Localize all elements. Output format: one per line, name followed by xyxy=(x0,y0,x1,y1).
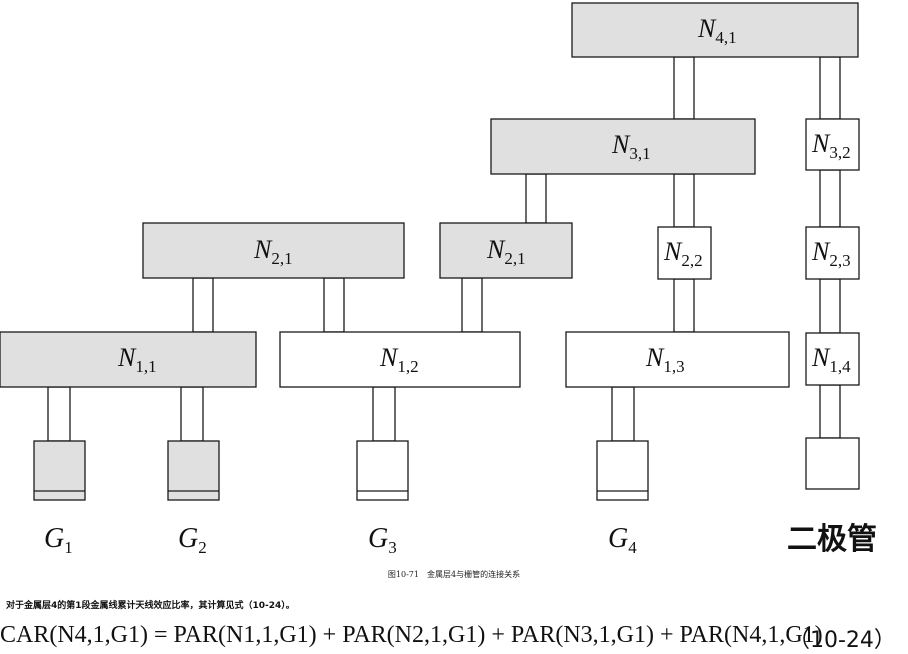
gate-g2-device xyxy=(167,440,220,501)
diode-label: 二极管 xyxy=(787,522,877,557)
gate-g4-label: G4 xyxy=(608,523,637,557)
node-n22: N2,2 xyxy=(657,226,712,280)
gate-g3-label: G3 xyxy=(368,523,397,557)
node-n21b: N2,1 xyxy=(439,222,573,279)
node-n23: N2,3 xyxy=(805,226,860,280)
svg-text:N1,1: N1,1 xyxy=(117,343,157,376)
node-n32: N3,2 xyxy=(805,118,860,171)
node-n41: N4,1 xyxy=(571,2,859,58)
svg-text:N2,2: N2,2 xyxy=(663,237,703,270)
explanatory-note: 对于金属层4的第1段金属线累计天线效应比率，其计算见式（10-24）。 xyxy=(6,601,295,611)
node-n31: N3,1 xyxy=(490,118,756,175)
formula-number: （10-24） xyxy=(788,628,896,653)
node-n21a: N2,1 xyxy=(142,222,405,279)
node-n13: N1,3 xyxy=(565,331,790,388)
gate-g1-device xyxy=(33,440,86,501)
svg-text:N3,1: N3,1 xyxy=(611,130,651,163)
gate-g3-device xyxy=(356,440,409,501)
node-n12: N1,2 xyxy=(279,331,521,388)
svg-text:N1,3: N1,3 xyxy=(645,343,685,376)
svg-text:N4,1: N4,1 xyxy=(697,14,737,47)
svg-text:N2,1: N2,1 xyxy=(486,235,526,268)
svg-text:N3,2: N3,2 xyxy=(811,129,851,162)
node-n14: N1,4 xyxy=(805,332,860,386)
svg-text:N1,2: N1,2 xyxy=(379,343,419,376)
gate-g1-label: G1 xyxy=(44,523,73,557)
diode-device xyxy=(805,437,860,490)
gate-g4-device xyxy=(596,440,649,501)
svg-text:N1,4: N1,4 xyxy=(811,343,851,376)
connection-diagram: N4,1 N3,1 N3,2 N2,1 N2,1 N2,2 N2,3 N1,1 … xyxy=(0,2,877,557)
svg-text:N2,3: N2,3 xyxy=(811,237,851,270)
figure-caption: 图10-71 金属层4与栅管的连接关系 xyxy=(387,570,521,579)
gate-g2-label: G2 xyxy=(178,523,207,557)
svg-text:N2,1: N2,1 xyxy=(253,235,293,268)
formula: CAR(N4,1,G1) = PAR(N1,1,G1) + PAR(N2,1,G… xyxy=(0,622,823,648)
node-n11: N1,1 xyxy=(0,331,257,388)
